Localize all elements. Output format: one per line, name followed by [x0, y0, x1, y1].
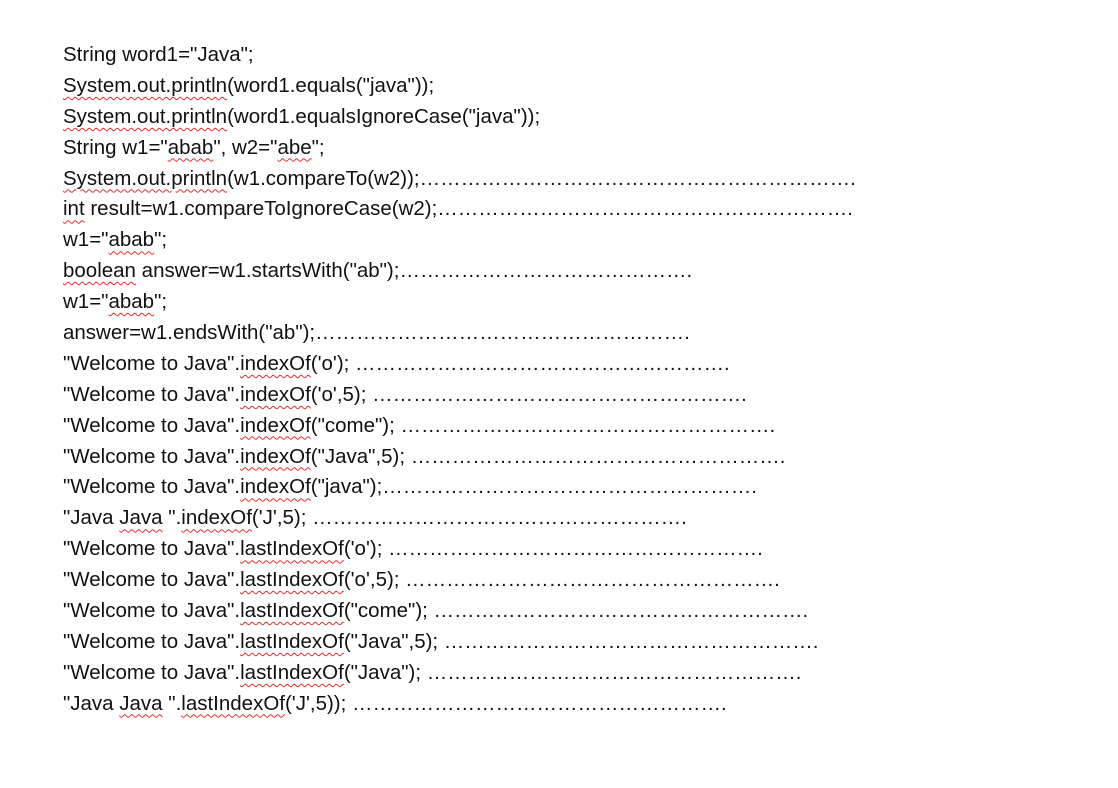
code-line: answer=w1.endsWith("ab");…………………………………………	[63, 318, 1093, 349]
code-text: (word1.equals("java"));	[227, 73, 435, 97]
code-text: "Welcome to Java".	[63, 413, 241, 437]
code-line: System.out.println(w1.compareTo(w2));…………	[63, 164, 1093, 195]
spellcheck-flagged-word: Java	[119, 691, 163, 715]
code-text: ";	[154, 290, 168, 314]
code-line: String word1="Java";	[63, 40, 1093, 71]
code-text: ('o'); ……………………………………………….	[343, 537, 763, 561]
code-text: ".	[162, 506, 182, 530]
code-line: System.out.println(word1.equalsIgnoreCas…	[63, 102, 1093, 133]
code-text: ("Java"); ……………………………………………….	[343, 660, 802, 684]
spellcheck-flagged-word: System.out.println	[63, 73, 228, 97]
code-text: result=w1.compareToIgnoreCase(w2);…………………	[84, 197, 853, 221]
code-text: "Welcome to Java".	[63, 660, 241, 684]
code-line: "Welcome to Java".indexOf("java");…………………	[63, 472, 1093, 503]
code-text: "Welcome to Java".	[63, 629, 241, 653]
code-text: "Java	[63, 506, 120, 530]
code-line: boolean answer=w1.startsWith("ab");………………	[63, 256, 1093, 287]
spellcheck-flagged-word: lastIndexOf	[240, 568, 344, 592]
code-text: "Welcome to Java".	[63, 599, 241, 623]
code-line: "Welcome to Java".indexOf('o'); ………………………	[63, 349, 1093, 380]
code-text: answer=w1.startsWith("ab");……………………………………	[135, 259, 693, 283]
code-text: ("come"); ……………………………………………….	[310, 413, 776, 437]
code-line: "Welcome to Java".indexOf("Java",5); …………	[63, 442, 1093, 473]
spellcheck-flagged-word: indexOf	[240, 444, 311, 468]
document-body: String word1="Java";System.out.println(w…	[63, 40, 1093, 720]
spellcheck-flagged-word: Java	[119, 506, 163, 530]
code-text: ("come"); ……………………………………………….	[343, 599, 809, 623]
code-line: "Java Java ".indexOf('J',5); ………………………………	[63, 503, 1093, 534]
code-text: (word1.equalsIgnoreCase("java"));	[227, 104, 541, 128]
code-text: answer=w1.endsWith("ab");…………………………………………	[63, 321, 690, 345]
spellcheck-flagged-word: indexOf	[240, 475, 311, 499]
spellcheck-flagged-word: abe	[277, 135, 312, 159]
spellcheck-flagged-word: lastIndexOf	[240, 629, 344, 653]
spellcheck-flagged-word: lastIndexOf	[240, 660, 344, 684]
code-line: "Welcome to Java".lastIndexOf("Java",5);…	[63, 627, 1093, 658]
spellcheck-flagged-word: System.out.println	[63, 104, 228, 128]
code-text: ";	[311, 135, 325, 159]
spellcheck-flagged-word: indexOf	[181, 506, 252, 530]
code-text: ('J',5); ……………………………………………….	[251, 506, 687, 530]
spellcheck-flagged-word: abab	[167, 135, 214, 159]
code-line: "Welcome to Java".lastIndexOf('o'); ……………	[63, 534, 1093, 565]
code-line: w1="abab";	[63, 225, 1093, 256]
code-text: "Welcome to Java".	[63, 444, 241, 468]
code-line: int result=w1.compareToIgnoreCase(w2);………	[63, 194, 1093, 225]
code-line: "Welcome to Java".indexOf('o',5); …………………	[63, 380, 1093, 411]
code-text: "Welcome to Java".	[63, 568, 241, 592]
code-text: "Welcome to Java".	[63, 382, 241, 406]
spellcheck-flagged-word: System.out.println	[63, 166, 228, 190]
code-text: ("Java",5); ……………………………………………….	[310, 444, 786, 468]
code-line: "Welcome to Java".lastIndexOf("come"); ……	[63, 596, 1093, 627]
code-text: String w1="	[63, 135, 168, 159]
spellcheck-flagged-word: int	[63, 197, 85, 221]
code-text: ";	[154, 228, 168, 252]
code-text: ('J',5)); ……………………………………………….	[284, 691, 727, 715]
code-text: String word1="Java";	[63, 43, 254, 66]
spellcheck-flagged-word: abab	[108, 228, 155, 252]
code-text: "Welcome to Java".	[63, 537, 241, 561]
code-text: ('o'); ……………………………………………….	[310, 351, 730, 375]
code-text: ("Java",5); ……………………………………………….	[343, 629, 819, 653]
code-text: ("java");……………………………………………….	[310, 475, 757, 499]
code-line: "Welcome to Java".lastIndexOf('o',5); ………	[63, 565, 1093, 596]
code-text: ('o',5); ……………………………………………….	[310, 382, 747, 406]
code-line: "Java Java ".lastIndexOf('J',5)); …………………	[63, 689, 1093, 720]
spellcheck-flagged-word: boolean	[63, 259, 136, 283]
spellcheck-flagged-word: indexOf	[240, 351, 311, 375]
spellcheck-flagged-word: lastIndexOf	[240, 599, 344, 623]
code-line: "Welcome to Java".indexOf("come"); ………………	[63, 411, 1093, 442]
spellcheck-flagged-word: indexOf	[240, 382, 311, 406]
code-text: (w1.compareTo(w2));…………………………………………………………	[227, 166, 856, 190]
code-text: w1="	[63, 290, 109, 314]
spellcheck-flagged-word: lastIndexOf	[181, 691, 285, 715]
code-text: ('o',5); ……………………………………………….	[343, 568, 780, 592]
code-text: "Welcome to Java".	[63, 351, 241, 375]
code-line: w1="abab";	[63, 287, 1093, 318]
code-line: "Welcome to Java".lastIndexOf("Java"); ……	[63, 658, 1093, 689]
spellcheck-flagged-word: indexOf	[240, 413, 311, 437]
code-text: ", w2="	[213, 135, 278, 159]
code-line: System.out.println(word1.equals("java"))…	[63, 71, 1093, 102]
spellcheck-flagged-word: abab	[108, 290, 155, 314]
code-text: "Java	[63, 691, 120, 715]
code-text: w1="	[63, 228, 109, 252]
code-line: String w1="abab", w2="abe";	[63, 133, 1093, 164]
code-lines: String word1="Java";System.out.println(w…	[63, 40, 1093, 720]
code-text: ".	[162, 691, 182, 715]
spellcheck-flagged-word: lastIndexOf	[240, 537, 344, 561]
code-text: "Welcome to Java".	[63, 475, 241, 499]
